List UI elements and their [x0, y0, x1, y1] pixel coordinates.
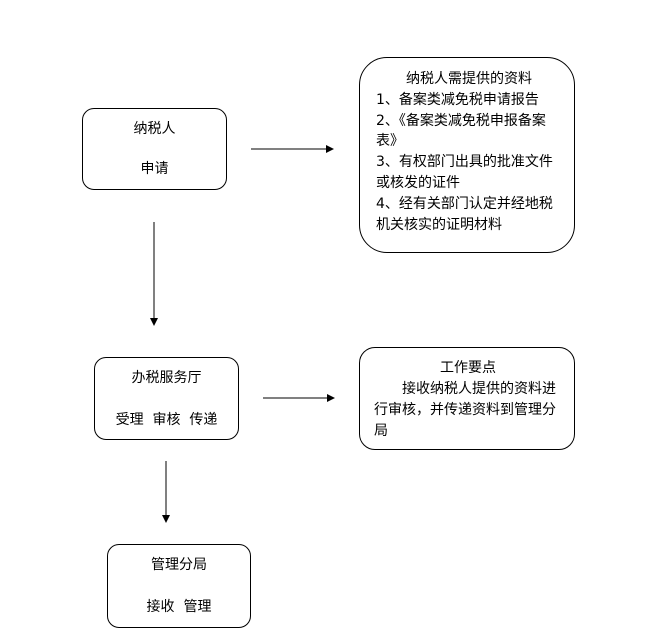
materials-item: 表》	[376, 133, 404, 150]
applicant-action: 申请	[140, 161, 169, 177]
materials-item: 或核发的证件	[376, 174, 460, 191]
materials-item: 4、经有关部门认定并经地税	[376, 195, 553, 212]
materials-item: 2、《备案类减免税申报备案	[376, 112, 546, 129]
work-points-title: 工作要点	[440, 360, 496, 376]
applicant-box: 纳税人 申请	[82, 108, 227, 190]
applicant-title: 纳税人	[133, 121, 176, 137]
tax-service-hall-box: 办税服务厅 受理 审核 传递	[94, 357, 239, 440]
materials-item: 3、有权部门出具的批准文件	[376, 154, 553, 171]
hall-actions: 受理 审核 传递	[115, 412, 218, 428]
materials-item: 1、备案类减免税申请报告	[376, 91, 539, 108]
bureau-title: 管理分局	[151, 557, 207, 573]
work-points-body: 接收纳税人提供的资料进行审核，并传递资料到管理分局	[374, 381, 556, 439]
materials-box: 纳税人需提供的资料 1、备案类减免税申请报告 2、《备案类减免税申报备案 表》 …	[359, 57, 575, 253]
management-bureau-box: 管理分局 接收 管理	[107, 544, 251, 628]
work-points-box: 工作要点 接收纳税人提供的资料进行审核，并传递资料到管理分局	[359, 347, 575, 450]
hall-title: 办税服务厅	[131, 370, 202, 386]
materials-title: 纳税人需提供的资料	[406, 71, 532, 87]
materials-item: 机关核实的证明材料	[376, 216, 502, 233]
bureau-actions: 接收 管理	[146, 599, 212, 615]
